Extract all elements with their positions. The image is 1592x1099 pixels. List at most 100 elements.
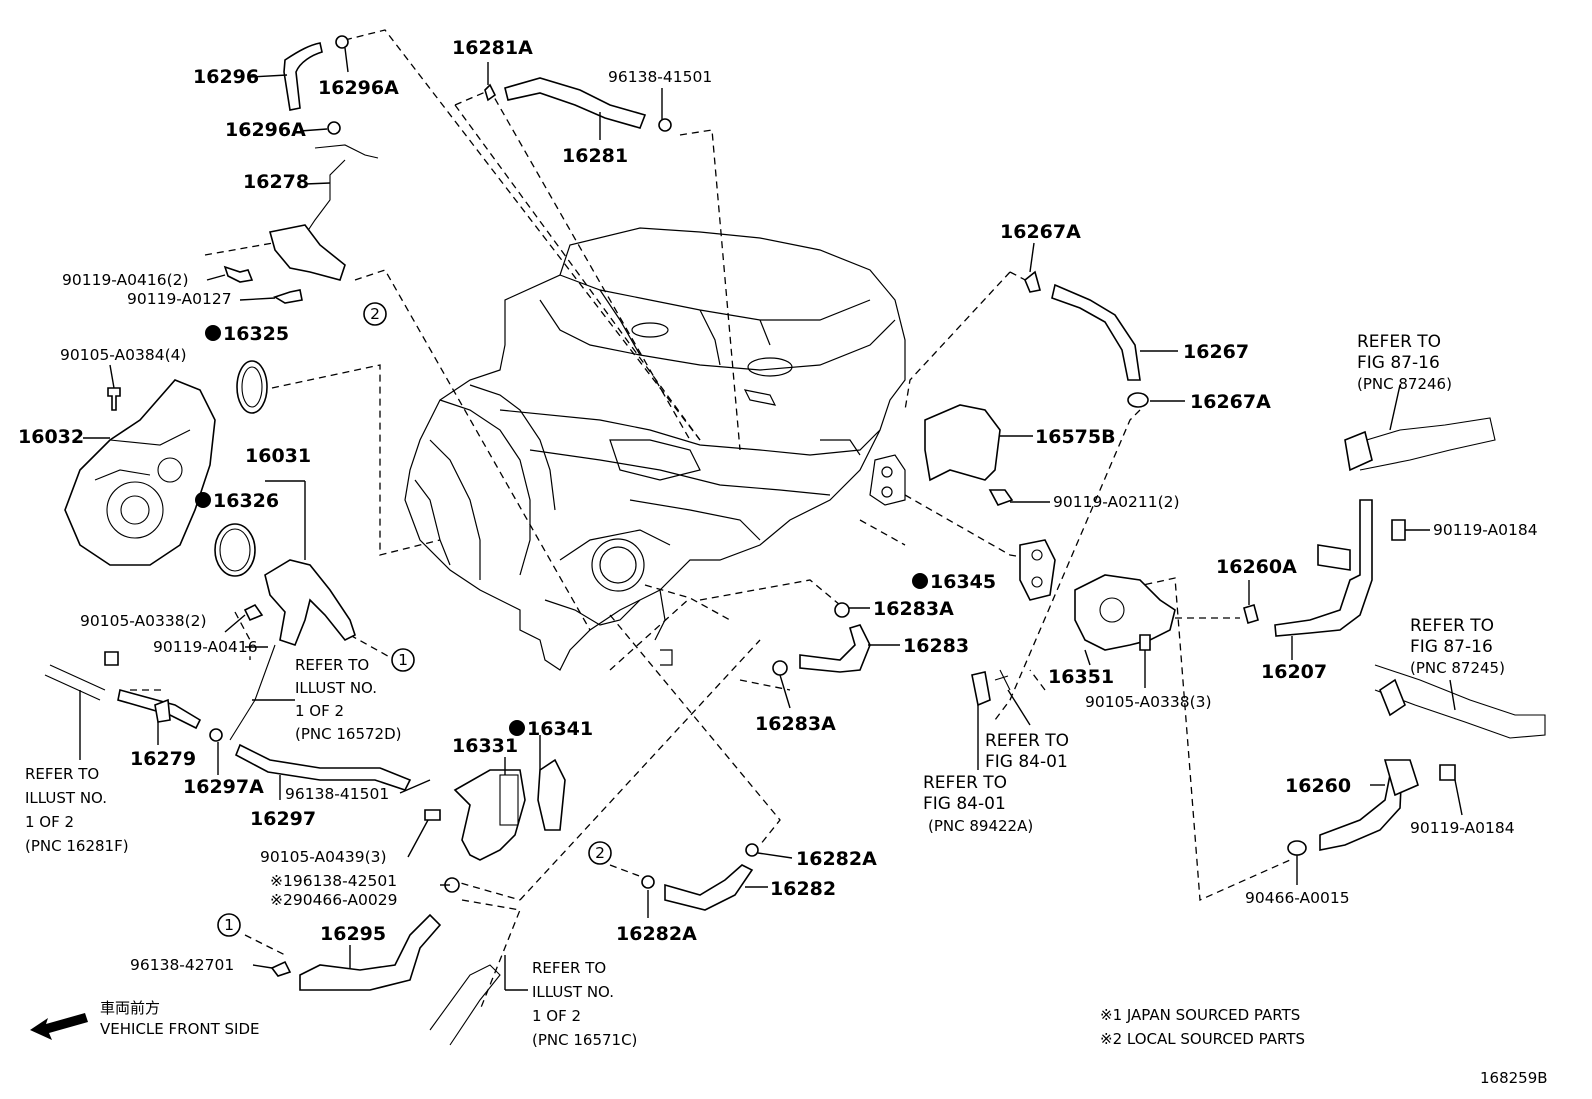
part-label-90119-A0416-2: 90119-A0416(2): [62, 271, 189, 289]
part-label-16297A: 16297A: [183, 776, 264, 798]
ref-line: 1 OF 2: [295, 702, 344, 720]
figure-id: 168259B: [1480, 1069, 1548, 1087]
part-label-16351: 16351: [1048, 666, 1114, 688]
front-arrow-icon: [30, 1013, 88, 1040]
ref-line: FIG 87-16: [1410, 637, 1493, 657]
vehicle-front-label-en: VEHICLE FRONT SIDE: [100, 1020, 260, 1038]
ref-line: FIG 84-01: [923, 794, 1006, 814]
part-label-90105-A0439-3: 90105-A0439(3): [260, 848, 387, 866]
part-number-labels: 16296 16296A 16296A 16278 90119-A0416(2)…: [18, 37, 1538, 974]
part-label-16331: 16331: [452, 735, 518, 757]
part-label-16296: 16296: [193, 66, 259, 88]
part-label-16282A-top: 16282A: [796, 848, 877, 870]
ref-line: (PNC 89422A): [928, 817, 1033, 835]
ref-line: FIG 87-16: [1357, 353, 1440, 373]
ref-line: (PNC 16281F): [25, 837, 129, 855]
callout-2-bottom-label: 2: [595, 844, 605, 862]
ref-illust-16281F: REFER TO ILLUST NO. 1 OF 2 (PNC 16281F): [25, 765, 129, 855]
legend: 車両前方 VEHICLE FRONT SIDE ※1 JAPAN SOURCED…: [30, 999, 1548, 1087]
ref-line: 1 OF 2: [532, 1007, 581, 1025]
part-label-90105-A0384-4: 90105-A0384(4): [60, 346, 187, 364]
callout-1-right-label: 1: [398, 651, 408, 669]
part-label-90119-A0211-2: 90119-A0211(2): [1053, 493, 1180, 511]
part-label-90119-A0416: 90119-A0416: [153, 638, 258, 656]
part-label-16207: 16207: [1261, 661, 1327, 683]
part-label-16282A-low: 16282A: [616, 923, 697, 945]
ref-line: REFER TO: [25, 765, 99, 783]
part-label-90466-A0015: 90466-A0015: [1245, 889, 1350, 907]
part-label-16267: 16267: [1183, 341, 1249, 363]
part-label-16260A: 16260A: [1216, 556, 1297, 578]
marker-dot: [509, 720, 525, 736]
part-label-16279: 16279: [130, 748, 196, 770]
part-label-16283A-top: 16283A: [873, 598, 954, 620]
part-label-16282: 16282: [770, 878, 836, 900]
part-shapes: [44, 35, 1546, 1046]
part-label-16278: 16278: [243, 171, 309, 193]
callout-2-top: [363, 302, 387, 326]
ref-line: REFER TO: [295, 656, 369, 674]
part-label-90466-A0029: ※290466-A0029: [270, 891, 397, 909]
part-label-90119-A0184-low: 90119-A0184: [1410, 819, 1515, 837]
vehicle-front-label-jp: 車両前方: [100, 999, 160, 1017]
part-label-16345: 16345: [930, 571, 996, 593]
marker-dot: [205, 325, 221, 341]
part-label-16297: 16297: [250, 808, 316, 830]
ref-illust-16572D: REFER TO ILLUST NO. 1 OF 2 (PNC 16572D): [295, 656, 401, 743]
part-label-16281A: 16281A: [452, 37, 533, 59]
part-label-16267A-low: 16267A: [1190, 391, 1271, 413]
dashed-leader-lines: [130, 29, 1291, 1011]
part-label-96138-42501: ※196138-42501: [270, 872, 397, 890]
ref-illust-16571C: REFER TO ILLUST NO. 1 OF 2 (PNC 16571C): [532, 959, 637, 1049]
part-label-16283: 16283: [903, 635, 969, 657]
note-japan-sourced: ※1 JAPAN SOURCED PARTS: [1100, 1006, 1300, 1024]
ref-fig-84-01-b: REFER TO FIG 84-01 (PNC 89422A): [923, 773, 1033, 835]
part-label-16325: 16325: [223, 323, 289, 345]
ref-line: ILLUST NO.: [295, 679, 377, 697]
part-label-16032: 16032: [18, 426, 84, 448]
ref-fig-87245: REFER TO FIG 87-16 (PNC 87245): [1410, 616, 1505, 677]
part-label-96138-42701: 96138-42701: [130, 956, 234, 974]
ref-line: 1 OF 2: [25, 813, 74, 831]
part-label-16283A-low: 16283A: [755, 713, 836, 735]
callout-1-left: [217, 913, 241, 937]
part-label-16031: 16031: [245, 445, 311, 467]
note-local-sourced: ※2 LOCAL SOURCED PARTS: [1100, 1030, 1305, 1048]
engine-block-illustration: [404, 227, 906, 671]
ref-line: REFER TO: [532, 959, 606, 977]
new-part-markers: [195, 325, 928, 736]
part-label-16296A-top: 16296A: [318, 77, 399, 99]
part-label-16296A-mid: 16296A: [225, 119, 306, 141]
part-label-16341: 16341: [527, 718, 593, 740]
callout-circles: 1 1 2 2: [217, 302, 612, 937]
ref-fig-87246: REFER TO FIG 87-16 (PNC 87246): [1357, 332, 1452, 393]
ref-line: REFER TO: [923, 773, 1007, 793]
ref-line: (PNC 16572D): [295, 725, 401, 743]
ref-line: FIG 84-01: [985, 752, 1068, 772]
marker-dot: [195, 492, 211, 508]
part-label-16267A-top: 16267A: [1000, 221, 1081, 243]
ref-fig-84-01-a: REFER TO FIG 84-01: [985, 731, 1069, 772]
part-label-16260: 16260: [1285, 775, 1351, 797]
part-label-90119-A0127: 90119-A0127: [127, 290, 232, 308]
part-label-16575B: 16575B: [1035, 426, 1116, 448]
part-label-90105-A0338-3: 90105-A0338(3): [1085, 693, 1212, 711]
ref-line: ILLUST NO.: [532, 983, 614, 1001]
part-label-96138-41501-top: 96138-41501: [608, 68, 712, 86]
ref-line: (PNC 16571C): [532, 1031, 637, 1049]
callout-2-bottom: [588, 841, 612, 865]
part-label-16281: 16281: [562, 145, 628, 167]
part-label-96138-41501-low: 96138-41501: [285, 785, 389, 803]
ref-line: REFER TO: [1357, 332, 1441, 352]
ref-line: ILLUST NO.: [25, 789, 107, 807]
reference-notes: REFER TO ILLUST NO. 1 OF 2 (PNC 16572D) …: [25, 332, 1505, 1049]
callout-2-top-label: 2: [370, 305, 380, 323]
part-label-90105-A0338-2: 90105-A0338(2): [80, 612, 207, 630]
part-leader-lines: [79, 47, 1463, 991]
ref-line: (PNC 87245): [1410, 659, 1505, 677]
callout-1-right: [391, 648, 415, 672]
ref-line: (PNC 87246): [1357, 375, 1452, 393]
part-label-90119-A0184-top: 90119-A0184: [1433, 521, 1538, 539]
part-label-16326: 16326: [213, 490, 279, 512]
